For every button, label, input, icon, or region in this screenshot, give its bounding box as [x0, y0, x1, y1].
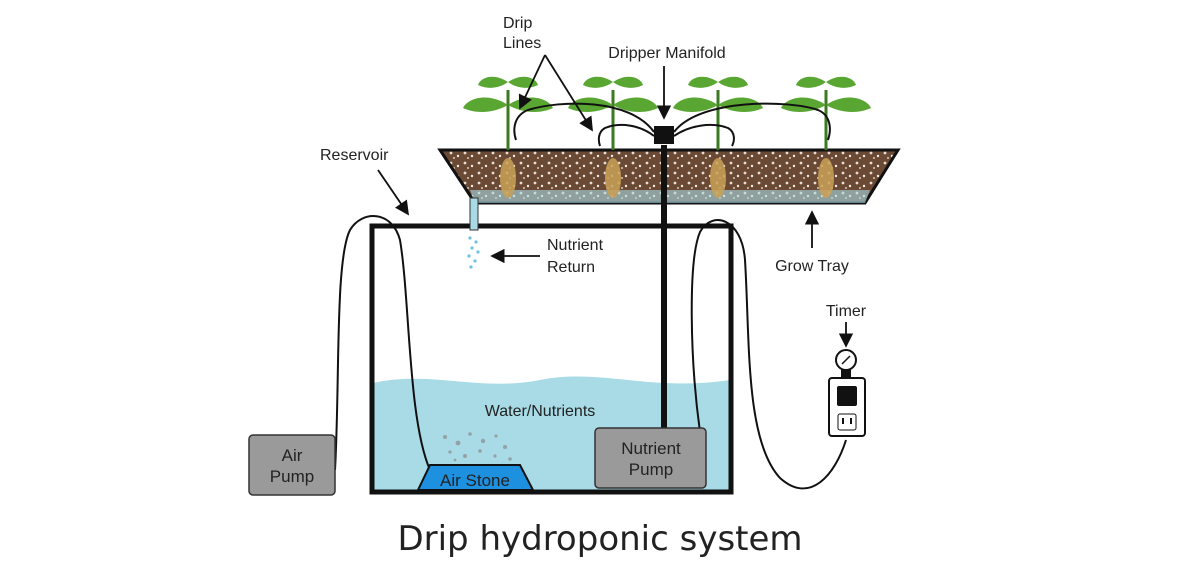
nutrient-return-label-1: Nutrient	[547, 237, 604, 254]
diagram-caption: Drip hydroponic system	[397, 519, 802, 559]
timer-device	[828, 349, 866, 437]
grow-tray-label: Grow Tray	[775, 258, 849, 275]
dripper-manifold-block	[654, 126, 674, 144]
plant-roots	[500, 158, 834, 198]
nutrient-pump-label-1: Nutrient	[621, 439, 681, 458]
reservoir-label: Reservoir	[320, 147, 389, 164]
nutrient-return-pipe	[469, 197, 479, 231]
air-stone	[416, 464, 535, 491]
reservoir-arrow	[377, 169, 410, 216]
nutrient-pump-label-2: Pump	[629, 460, 673, 479]
nutrient-pump	[594, 427, 707, 489]
nutrient-return-drops	[467, 236, 480, 269]
timer-label: Timer	[826, 303, 867, 320]
air-pump-label-1: Air	[282, 446, 303, 465]
water-nutrients-label: Water/Nutrients	[485, 403, 596, 420]
air-bubbles	[443, 432, 512, 462]
drip-lines-label-2: Lines	[503, 35, 541, 52]
air-stone-label: Air Stone	[440, 471, 510, 490]
nutrient-return-label-2: Return	[547, 259, 595, 276]
drip-lines-arrow-2	[544, 54, 593, 132]
air-pump	[248, 434, 336, 496]
air-pump-label-2: Pump	[270, 467, 314, 486]
drip-lines	[513, 102, 831, 147]
drip-lines-label-1: Drip	[503, 15, 532, 32]
air-line	[334, 215, 431, 471]
power-cord	[690, 219, 847, 490]
drip-lines-arrow-1	[518, 54, 546, 110]
dripper-manifold-label: Dripper Manifold	[608, 45, 725, 62]
reservoir-tank	[369, 223, 734, 495]
